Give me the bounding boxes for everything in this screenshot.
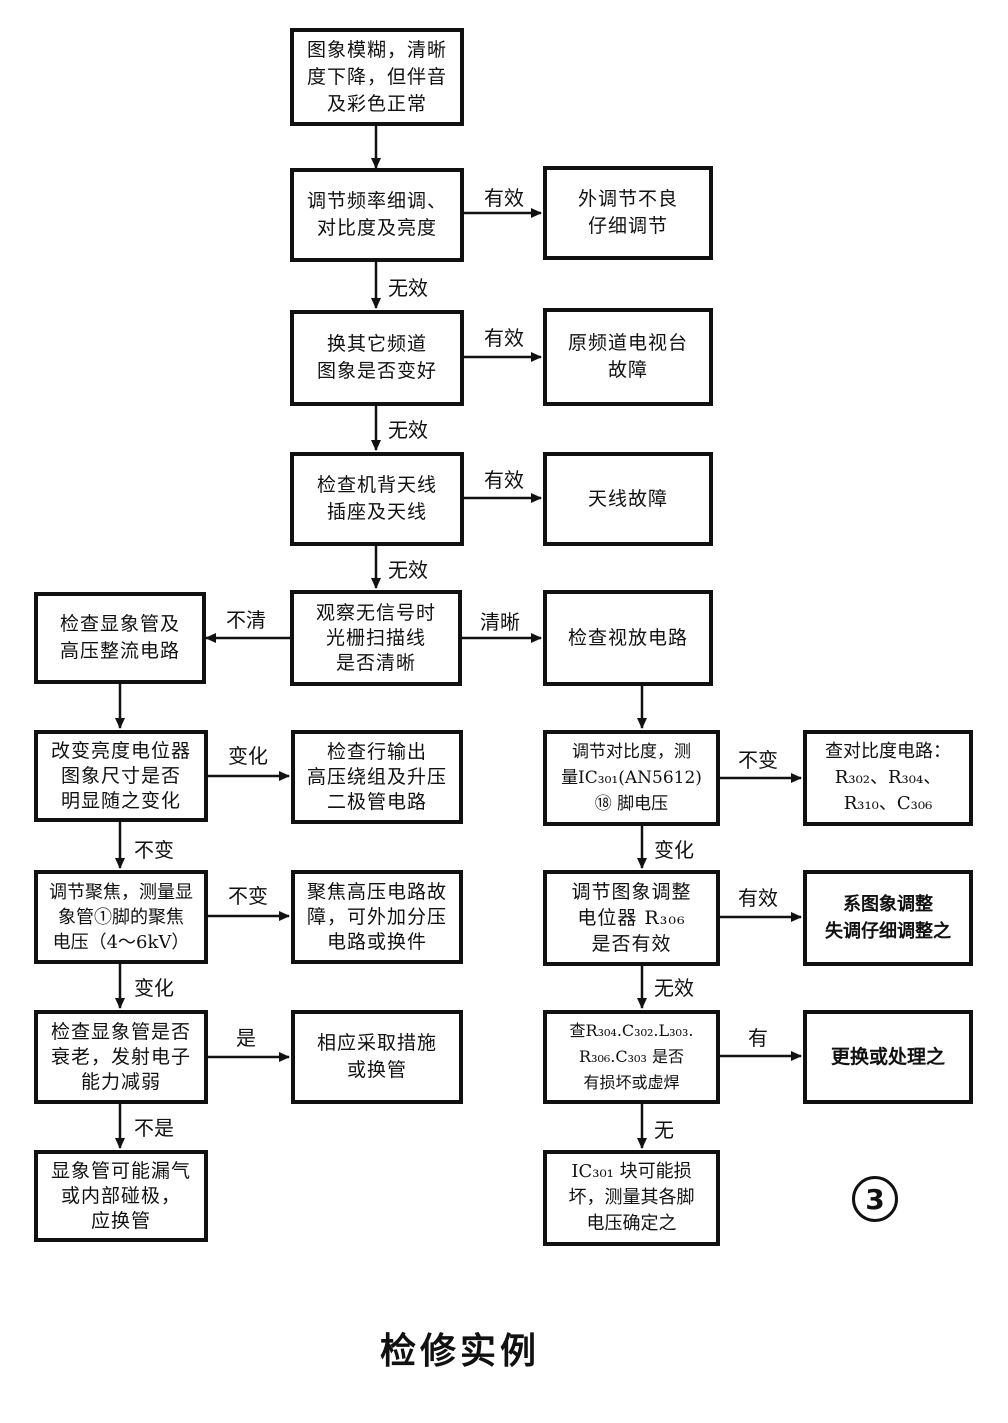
label-n2-no: 无效: [388, 276, 428, 300]
node-adjust-r306: 调节图象调整 电位器 R₃₀₆ 是否有效: [543, 870, 720, 966]
node-misadjusted: 系图象调整 失调仔细调整之: [803, 870, 973, 966]
node-replace-tube: 相应采取措施 或换管: [291, 1010, 463, 1104]
node-external-adjust-fault-text: 外调节不良 仔细调节: [577, 188, 678, 237]
node-check-components-text: 查R₃₀₄.C₃₀₂.L₃₀₃. R₃₀₆.C₃₀₃ 是否 有损坏或虚焊: [569, 1021, 694, 1092]
node-check-antenna: 检查机背天线 插座及天线: [290, 452, 464, 546]
label-n5-clear: 清晰: [480, 610, 520, 634]
node-check-crt-hv-text: 检查显象管及 高压整流电路: [59, 613, 180, 662]
label-R2-change: 变化: [654, 838, 694, 862]
node-station-fault: 原频道电视台 故障: [543, 308, 713, 406]
node-check-antenna-text: 检查机背天线 插座及天线: [316, 474, 437, 523]
node-symptom-text: 图象模糊，清晰 度下降，但伴音 及彩色正常: [306, 38, 447, 115]
node-symptom: 图象模糊，清晰 度下降，但伴音 及彩色正常: [290, 28, 464, 126]
node-adjust-tuning: 调节频率细调、 对比度及亮度: [290, 168, 464, 262]
node-ic301-fault-text: IC₃₀₁ 块可能损 坏，测量其各脚 电压确定之: [568, 1161, 695, 1234]
node-observe-raster: 观察无信号时 光栅扫描线 是否清晰: [290, 590, 462, 686]
node-measure-ic301: 调节对比度，测 量IC₃₀₁(AN5612) ⑱ 脚电压: [543, 730, 720, 826]
node-external-adjust-fault: 外调节不良 仔细调节: [543, 166, 713, 260]
node-change-channel-text: 换其它频道 图象是否变好: [316, 333, 437, 382]
node-contrast-circuit-text: 查对比度电路： R₃₀₂、R₃₀₄、 R₃₁₀、C₃₀₆: [825, 741, 951, 814]
node-check-flyback: 检查行输出 高压绕组及升压 二极管电路: [291, 730, 463, 824]
node-adjust-focus-text: 调节聚焦，测量显 象管①脚的聚焦 电压（4～6kV）: [49, 881, 193, 953]
node-focus-hv-fault-text: 聚焦高压电路故 障，可外加分压 电路或换件: [306, 880, 447, 953]
node-replace-or-fix: 更换或处理之: [803, 1010, 973, 1104]
node-check-crt-aging-text: 检查显象管是否 衰老，发射电子 能力减弱: [50, 1020, 191, 1093]
label-n3-yes: 有效: [484, 326, 524, 350]
label-L3-change: 变化: [134, 976, 174, 1000]
node-brightness-pot: 改变亮度电位器 图象尺寸是否 明显随之变化: [34, 730, 208, 822]
node-adjust-tuning-text: 调节频率细调、 对比度及亮度: [306, 190, 447, 239]
label-L4-no: 不是: [134, 1116, 174, 1140]
node-observe-raster-text: 观察无信号时 光栅扫描线 是否清晰: [315, 601, 436, 674]
node-replace-tube-text: 相应采取措施 或换管: [316, 1032, 437, 1081]
node-check-crt-aging: 检查显象管是否 衰老，发射电子 能力减弱: [34, 1010, 208, 1104]
label-L2-change: 变化: [228, 744, 268, 768]
label-R2-nochange: 不变: [738, 748, 778, 772]
node-brightness-pot-text: 改变亮度电位器 图象尺寸是否 明显随之变化: [50, 739, 191, 812]
label-n4-yes: 有效: [484, 468, 524, 492]
label-L3-nochange: 不变: [228, 884, 268, 908]
node-antenna-fault-text: 天线故障: [587, 487, 668, 510]
node-antenna-fault: 天线故障: [543, 452, 713, 546]
label-n2-yes: 有效: [484, 186, 524, 210]
node-adjust-r306-text: 调节图象调整 电位器 R₃₀₆ 是否有效: [571, 881, 692, 955]
node-adjust-focus: 调节聚焦，测量显 象管①脚的聚焦 电压（4～6kV）: [34, 870, 208, 964]
node-replace-or-fix-text: 更换或处理之: [830, 1045, 945, 1068]
node-check-video-amp: 检查视放电路: [543, 590, 713, 686]
label-R3-no: 无效: [654, 976, 694, 1000]
node-misadjusted-text: 系图象调整 失调仔细调整之: [825, 894, 951, 942]
node-check-components: 查R₃₀₄.C₃₀₂.L₃₀₃. R₃₀₆.C₃₀₃ 是否 有损坏或虚焊: [543, 1010, 720, 1104]
node-tube-leak: 显象管可能漏气 或内部碰极， 应换管: [34, 1150, 208, 1242]
node-check-flyback-text: 检查行输出 高压绕组及升压 二极管电路: [306, 740, 447, 813]
label-R3-yes: 有效: [738, 886, 778, 910]
node-change-channel: 换其它频道 图象是否变好: [290, 310, 464, 406]
label-L2-nochange: 不变: [134, 838, 174, 862]
node-contrast-circuit: 查对比度电路： R₃₀₂、R₃₀₄、 R₃₁₀、C₃₀₆: [803, 730, 973, 826]
label-n4-no: 无效: [388, 558, 428, 582]
node-tube-leak-text: 显象管可能漏气 或内部碰极， 应换管: [50, 1159, 191, 1232]
label-R4-yes: 有: [748, 1026, 768, 1050]
label-n3-no: 无效: [388, 418, 428, 442]
figure-number: 3: [852, 1176, 898, 1222]
node-check-crt-hv: 检查显象管及 高压整流电路: [34, 592, 206, 684]
node-ic301-fault: IC₃₀₁ 块可能损 坏，测量其各脚 电压确定之: [543, 1150, 720, 1246]
node-measure-ic301-text: 调节对比度，测 量IC₃₀₁(AN5612) ⑱ 脚电压: [561, 742, 702, 814]
node-station-fault-text: 原频道电视台 故障: [567, 332, 688, 381]
label-n5-unclear: 不清: [226, 608, 266, 632]
page-title: 检修实例: [379, 1331, 540, 1372]
label-R4-no: 无: [654, 1118, 674, 1142]
label-L4-yes: 是: [236, 1026, 256, 1050]
node-focus-hv-fault: 聚焦高压电路故 障，可外加分压 电路或换件: [291, 870, 463, 964]
node-check-video-amp-text: 检查视放电路: [567, 626, 688, 649]
